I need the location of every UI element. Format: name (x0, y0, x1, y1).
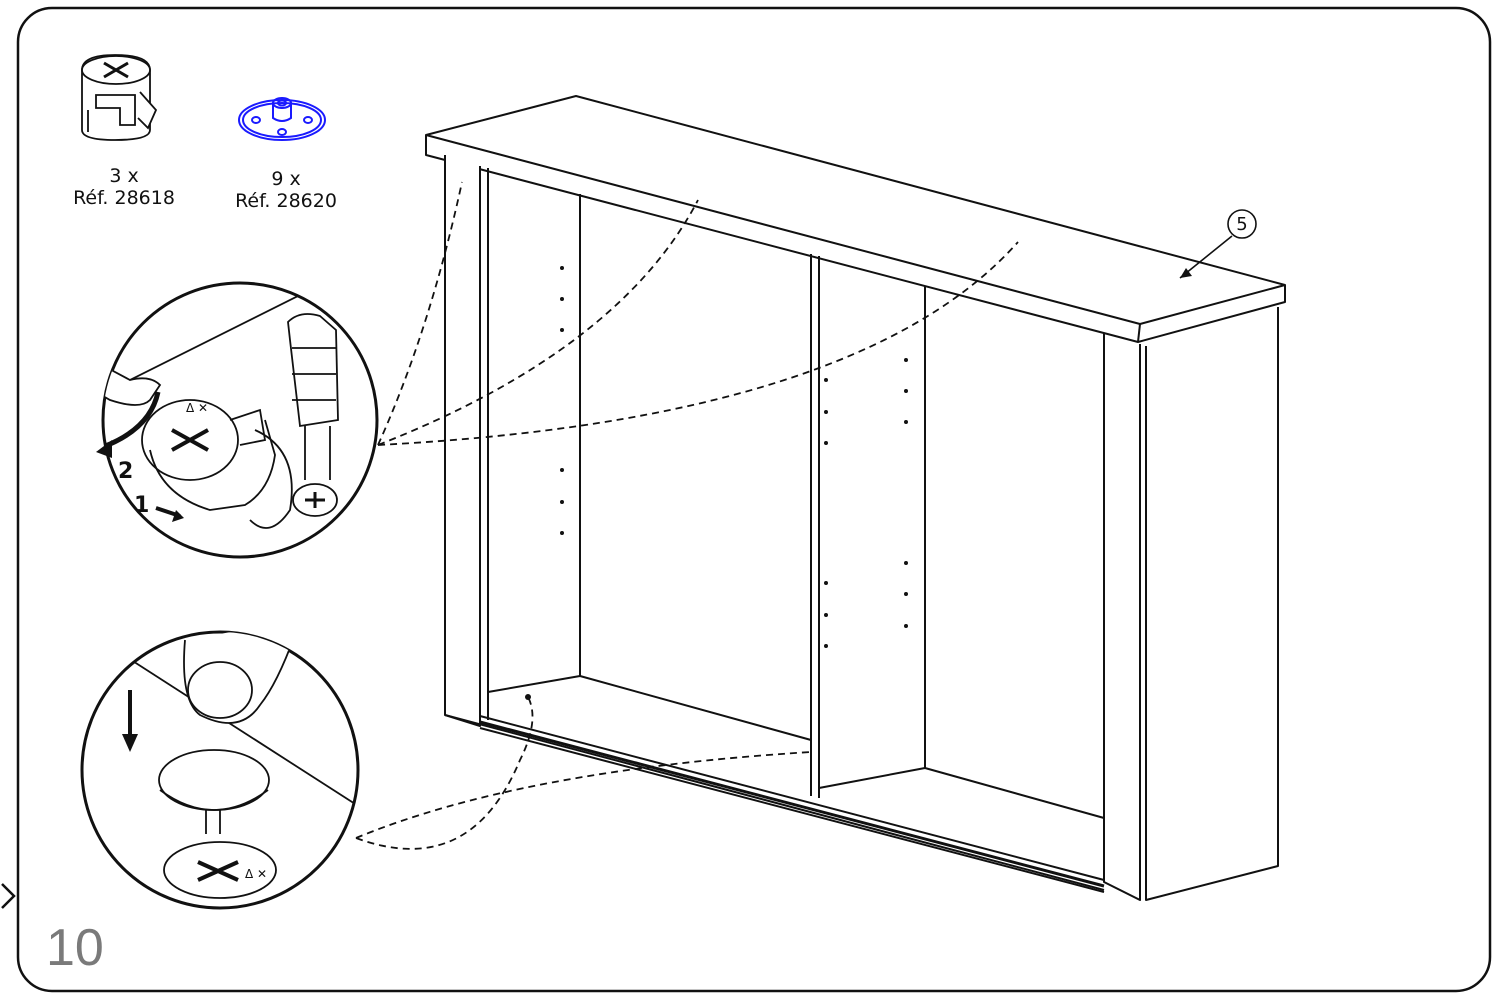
svg-text:Δ ✕: Δ ✕ (245, 867, 267, 881)
cam-lock-fitting-icon (81, 54, 158, 141)
rotate-arrow-icon (96, 440, 112, 458)
right-side-panel (1103, 333, 1141, 901)
bottom-panel (487, 675, 812, 741)
page-number: 10 (46, 919, 104, 977)
top-panel (425, 95, 1286, 325)
edge-marker-icon (1, 883, 16, 909)
detail-leader-lines (355, 181, 1019, 850)
part-callout-5: 5 (1179, 209, 1257, 279)
part-reference: Réf. 28618 (73, 187, 175, 209)
page-frame (16, 6, 1492, 993)
part-reference: Réf. 28620 (235, 190, 337, 212)
detail-cam-lock-tightening: Δ ✕ 2 1 (96, 281, 379, 559)
cabinet-drawing (425, 95, 1286, 901)
part-cam-lock: 3 x Réf. 28618 (58, 165, 190, 209)
svg-text:Δ ✕: Δ ✕ (186, 401, 208, 415)
part-callout-number: 5 (1236, 214, 1247, 235)
part-quantity: 9 x (271, 168, 301, 190)
cover-cap-icon (238, 97, 326, 141)
step-1-label: 1 (134, 493, 149, 518)
part-cover-cap: 9 x Réf. 28620 (218, 168, 354, 212)
part-quantity: 3 x (109, 165, 139, 187)
step-2-label: 2 (118, 459, 133, 484)
detail-cover-cap-press: Δ ✕ (80, 630, 360, 910)
